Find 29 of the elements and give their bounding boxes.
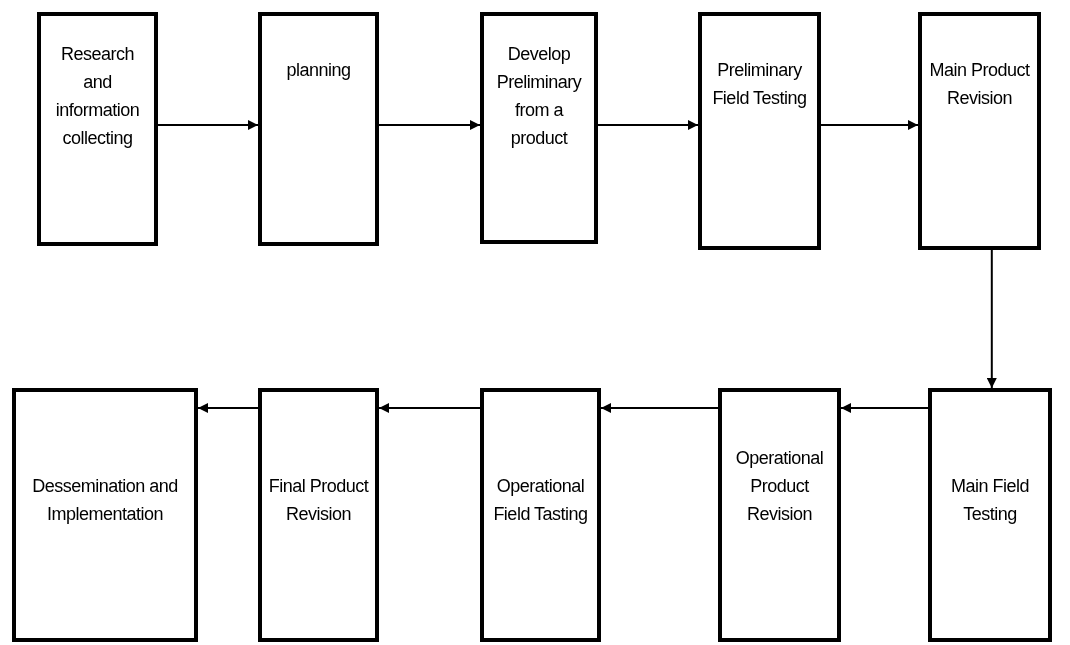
process-box (37, 12, 158, 246)
process-box (698, 12, 821, 250)
process-box (12, 388, 198, 642)
step-label: Main Product Revision (928, 59, 1031, 110)
arrow (157, 120, 259, 130)
step-label: Operational Product Revision (734, 447, 825, 526)
process-box (928, 388, 1052, 642)
process-box (258, 388, 379, 642)
arrow (378, 403, 481, 413)
arrow (197, 403, 259, 413)
arrow (600, 403, 719, 413)
process-box (480, 388, 601, 642)
arrow (378, 120, 481, 130)
arrow (986, 249, 997, 389)
arrow (597, 120, 699, 130)
step-label: Research and information collecting (54, 43, 141, 150)
process-box (258, 12, 379, 246)
step-label: Final Product Revision (267, 475, 370, 526)
process-box (718, 388, 841, 642)
step-label: Dessemination and Implementation (31, 475, 179, 526)
process-box (918, 12, 1041, 250)
step-label: Preliminary Field Testing (711, 59, 808, 110)
process-box (480, 12, 598, 244)
step-label: Main Field Testing (950, 475, 1030, 526)
step-label: Operational Field Tasting (492, 475, 589, 526)
arrow (820, 120, 919, 130)
step-label: Develop Preliminary from a product (495, 43, 583, 150)
step-label: planning (285, 59, 352, 82)
arrow (840, 403, 929, 413)
